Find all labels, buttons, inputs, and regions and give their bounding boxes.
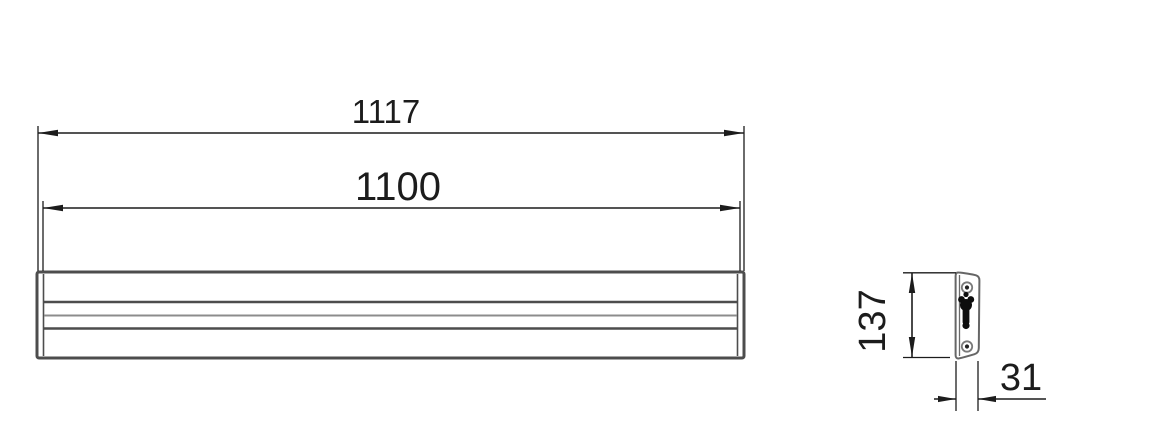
dimension-label-side-depth: 31: [1000, 357, 1042, 399]
arrowhead-left: [38, 129, 58, 137]
dimension-side-depth: 31: [934, 357, 1046, 411]
side-view: [954, 271, 981, 360]
front-view: [35, 270, 746, 360]
dimension-label-inner-width: 1100: [355, 165, 441, 209]
keyhole-tip: [962, 321, 970, 330]
arrowhead-up: [908, 273, 916, 293]
arrowhead-pointing-right: [938, 395, 956, 403]
screw-hole-top-center: [964, 285, 970, 290]
keyhole-part: [963, 291, 969, 298]
arrowhead-left: [43, 204, 63, 212]
dimension-side-height: 137: [852, 272, 956, 359]
arrowhead-down: [908, 337, 916, 357]
keyhole-mount-slot: [958, 291, 975, 330]
arrowhead-right: [720, 204, 740, 212]
keyhole-stem: [962, 305, 970, 324]
dimension-label-side-height: 137: [852, 289, 894, 352]
arrowhead-right: [724, 129, 744, 137]
screw-hole-bottom-center: [964, 344, 970, 349]
arrowhead-pointing-left: [978, 395, 996, 403]
dimension-label-overall-width: 1117: [352, 93, 421, 130]
dimension-overall-width: 1117: [37, 93, 745, 271]
dimension-inner-width: 1100: [42, 165, 741, 271]
